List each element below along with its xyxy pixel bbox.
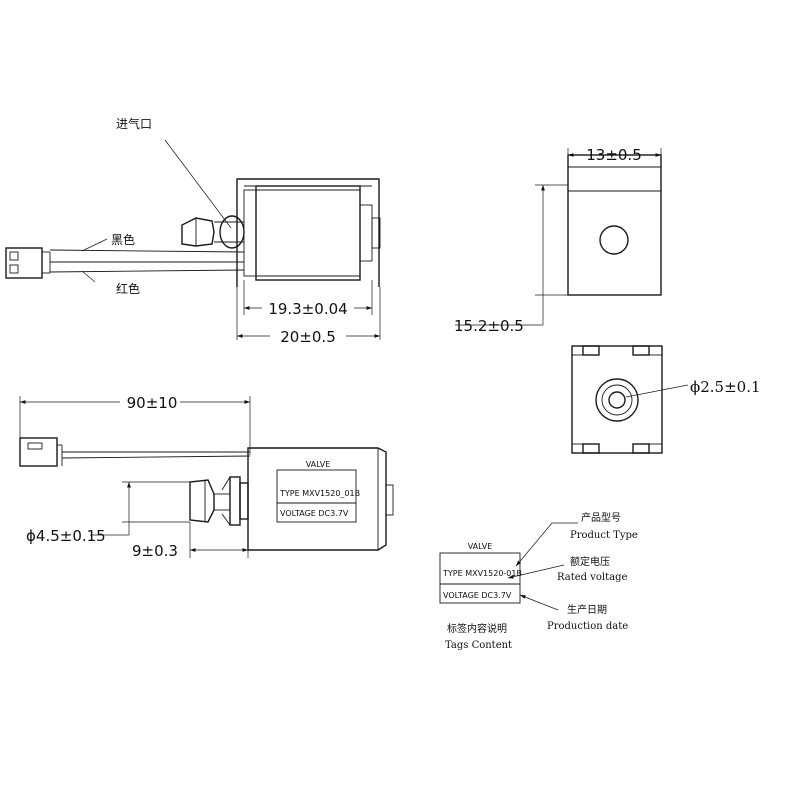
tag-content-en: Tags Content [445, 640, 512, 651]
body-label-type: TYPE MXV1520_01B [279, 489, 360, 498]
dim-inner-length: 19.3±0.04 [268, 300, 347, 318]
front-nozzle [189, 476, 249, 526]
tag-product-type-cn: 产品型号 [581, 511, 621, 524]
inlet-label: 进气口 [116, 116, 152, 131]
body-label [276, 469, 357, 523]
tag-content-cn: 标签内容说明 [447, 622, 507, 635]
dim-nozzle-diameter: ϕ4.5±0.15 [26, 527, 106, 545]
end-view-body [567, 154, 662, 296]
dim-height: 15.2±0.5 [454, 317, 524, 335]
dim-nozzle-length: 9±0.3 [132, 542, 178, 560]
body-label-voltage: VOLTAGE DC3.7V [280, 509, 349, 518]
port-view-body [571, 345, 663, 454]
tag-product-type-en: Product Type [570, 530, 638, 541]
red-wire-label: 红色 [116, 281, 140, 296]
end-view: 13±0.5 15.2±0.5 [454, 146, 662, 335]
dim-port-diameter: ϕ2.5±0.1 [690, 378, 761, 396]
dim-wire-length: 90±10 [127, 394, 178, 412]
label-detail-title: VALVE [468, 542, 493, 551]
front-view: 90±10 VALVE TYPE MXV1520_01B VOLTAGE DC3… [19, 394, 394, 560]
tag-rated-voltage-en: Rated voltage [557, 572, 627, 583]
top-view: 进气口 黑色 红色 19.3±0.04 20±0.5 [5, 116, 381, 346]
label-detail: VALVE TYPE MXV1520-01B VOLTAGE DC3.7V 产品… [439, 511, 638, 651]
dim-total-length: 20±0.5 [280, 328, 336, 346]
front-connector [19, 437, 63, 467]
wire-connector [5, 247, 51, 279]
coil-body [255, 185, 361, 281]
label-detail-box [439, 552, 521, 604]
body-label-title: VALVE [306, 460, 331, 469]
wire-red [49, 269, 245, 273]
port-view: ϕ2.5±0.1 [571, 345, 761, 454]
label-detail-voltage: VOLTAGE DC3.7V [443, 591, 512, 600]
dim-width: 13±0.5 [586, 146, 642, 164]
inlet-nozzle [181, 217, 215, 247]
black-wire-label: 黑色 [111, 233, 135, 247]
tag-production-date-en: Production date [547, 621, 628, 632]
tag-rated-voltage-cn: 额定电压 [570, 555, 610, 568]
wire-black [49, 249, 245, 253]
label-detail-type: TYPE MXV1520-01B [442, 569, 522, 578]
tag-production-date-cn: 生产日期 [567, 603, 607, 616]
